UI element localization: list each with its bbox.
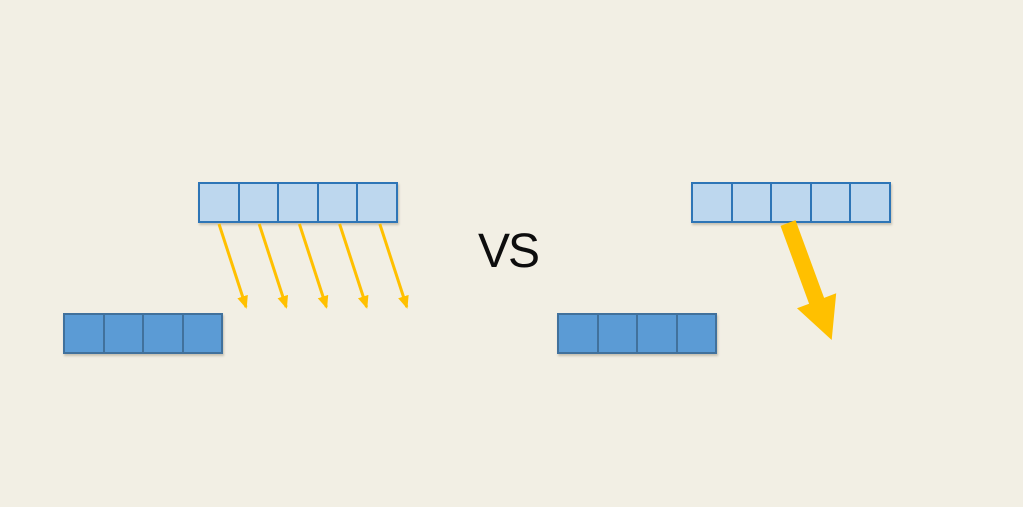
thin-arrow — [217, 223, 248, 309]
row-cell — [772, 184, 812, 221]
row-cell — [200, 184, 240, 221]
row-cell — [319, 184, 359, 221]
row-cell — [559, 315, 599, 352]
thin-arrow — [338, 223, 369, 309]
vs-label: VS — [477, 225, 540, 278]
row-cell — [851, 184, 889, 221]
row-cell — [358, 184, 396, 221]
row-cell — [599, 315, 638, 352]
row-cell — [279, 184, 319, 221]
row-cell — [184, 315, 222, 352]
thin-arrow — [257, 223, 289, 309]
row-cell — [733, 184, 773, 221]
right-source-row — [691, 182, 891, 223]
thin-arrows-group — [217, 223, 409, 309]
row-cell — [105, 315, 144, 352]
row-cell — [812, 184, 852, 221]
row-cell — [144, 315, 184, 352]
right-target-row — [557, 313, 717, 354]
left-target-row — [63, 313, 223, 354]
row-cell — [693, 184, 733, 221]
row-cell — [240, 184, 280, 221]
left-source-row — [198, 182, 398, 223]
row-cell — [65, 315, 105, 352]
thin-arrow — [297, 223, 329, 309]
row-cell — [678, 315, 716, 352]
row-cell — [638, 315, 678, 352]
thick-arrow — [780, 220, 837, 340]
thin-arrow — [378, 223, 409, 309]
